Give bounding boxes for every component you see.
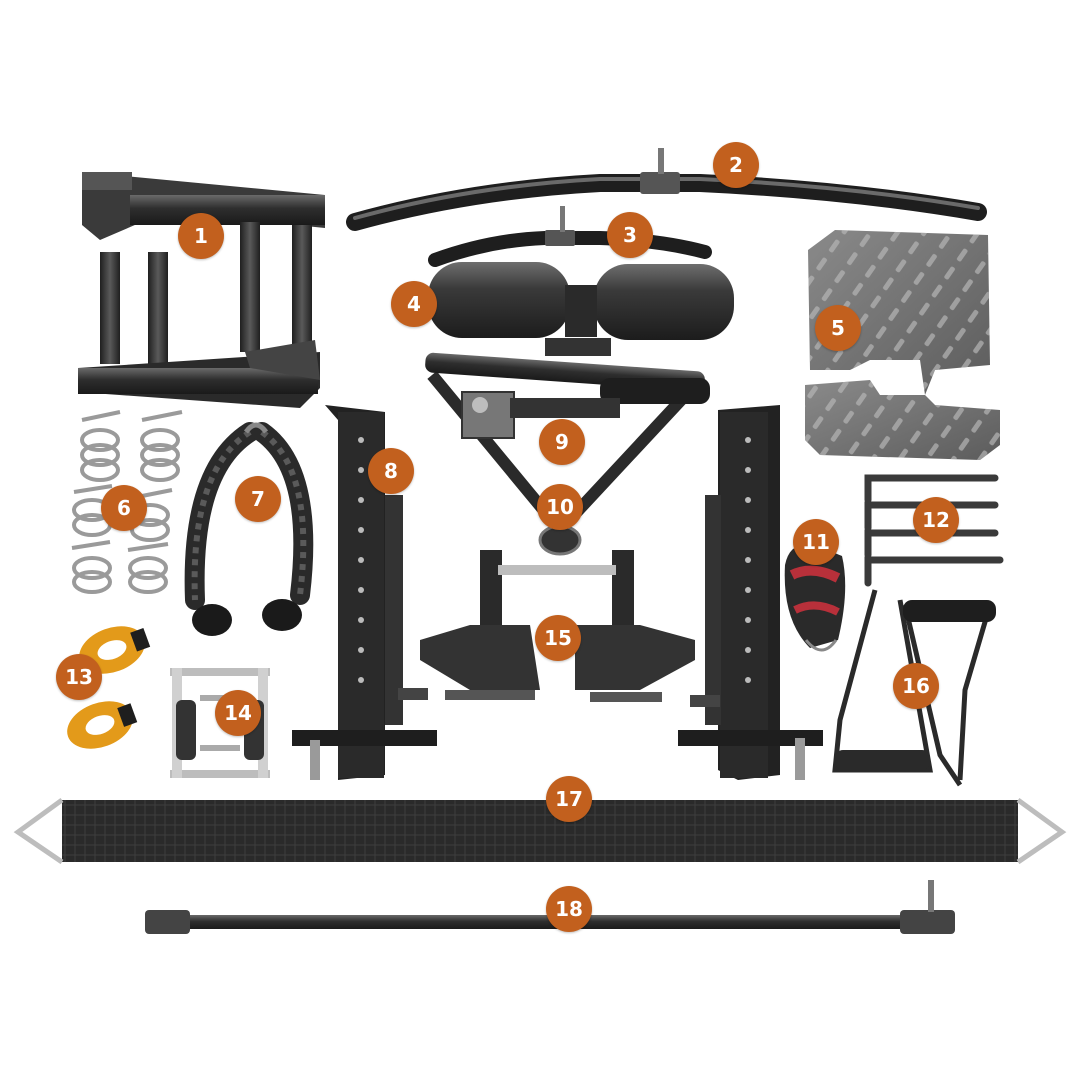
badge-1: 1 — [178, 213, 224, 259]
badge-3: 3 — [607, 212, 653, 258]
badge-11: 11 — [793, 519, 839, 565]
badge-10: 10 — [537, 484, 583, 530]
badge-9: 9 — [539, 419, 585, 465]
item-7-tricep-rope — [184, 422, 314, 636]
item-15-jammer-arms — [420, 550, 695, 702]
badge-16: 16 — [893, 663, 939, 709]
item-3-short-bar — [428, 206, 712, 267]
item-4-roller-pads — [428, 262, 734, 356]
item-10-swivel-hook — [538, 524, 582, 556]
item-8-upright-left — [292, 405, 437, 780]
badge-8: 8 — [368, 448, 414, 494]
badge-5: 5 — [815, 305, 861, 351]
badge-17: 17 — [546, 776, 592, 822]
item-11-ankle-strap — [784, 544, 846, 652]
badge-14: 14 — [215, 690, 261, 736]
item-5-tread-plate — [805, 230, 1000, 460]
badge-4: 4 — [391, 281, 437, 327]
badge-13: 13 — [56, 654, 102, 700]
item-16-stirrup-handles — [832, 589, 996, 787]
badge-2: 2 — [713, 142, 759, 188]
item-1-frame — [78, 172, 325, 408]
item-17-strap — [13, 797, 1067, 865]
badge-15: 15 — [535, 615, 581, 661]
badge-12: 12 — [913, 497, 959, 543]
badge-7: 7 — [235, 476, 281, 522]
badge-18: 18 — [546, 886, 592, 932]
item-8-upright-right — [678, 405, 823, 780]
item-2-lat-bar — [346, 148, 987, 231]
badge-6: 6 — [101, 485, 147, 531]
